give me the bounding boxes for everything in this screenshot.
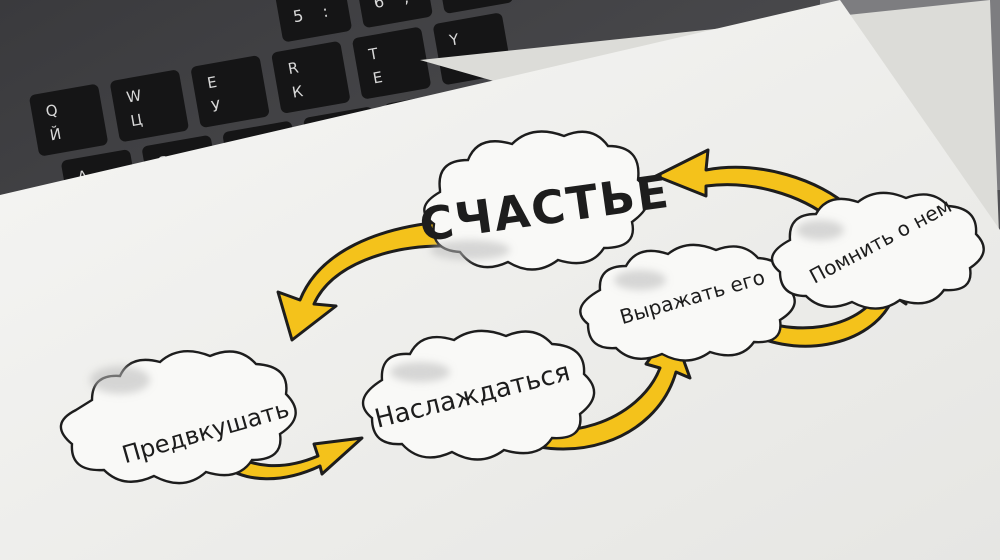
key-label-latin: Y [447, 30, 461, 50]
keyboard-key-e[interactable] [190, 55, 270, 128]
key-label-symbol: , [402, 0, 410, 7]
key-label-number: 5 [291, 6, 304, 26]
keyboard-key-6[interactable] [353, 0, 433, 28]
key-label-latin: Q [44, 101, 59, 121]
key-label-number: 6 [372, 0, 385, 12]
keyboard-key-q[interactable] [29, 83, 109, 156]
key-label-cyrillic: Е [371, 68, 383, 87]
arrow-happiness-to-anticipate [276, 220, 444, 342]
arrow-anticipate-to-enjoy [222, 436, 364, 481]
key-label-latin: R [287, 58, 300, 78]
arrow-express-to-remember [738, 256, 908, 348]
keyboard-key-w[interactable] [109, 69, 189, 142]
key-label-cyrillic: У [210, 97, 222, 116]
keyboard-key-r[interactable] [271, 41, 351, 114]
key-label-latin: E [206, 73, 218, 92]
key-label-latin: T [366, 44, 380, 64]
key-label-latin: W [125, 86, 143, 106]
arrows [222, 148, 908, 481]
arrow-remember-to-happiness [654, 148, 852, 222]
keyboard-key-t[interactable] [352, 26, 432, 99]
key-label-cyrillic: К [291, 82, 305, 102]
key-label-cyrillic: Й [48, 124, 62, 145]
key-label-cyrillic: Ц [129, 110, 144, 130]
key-label-symbol: : [321, 2, 330, 22]
keyboard-key-5[interactable] [273, 0, 353, 43]
cloud-shadows [90, 220, 844, 394]
